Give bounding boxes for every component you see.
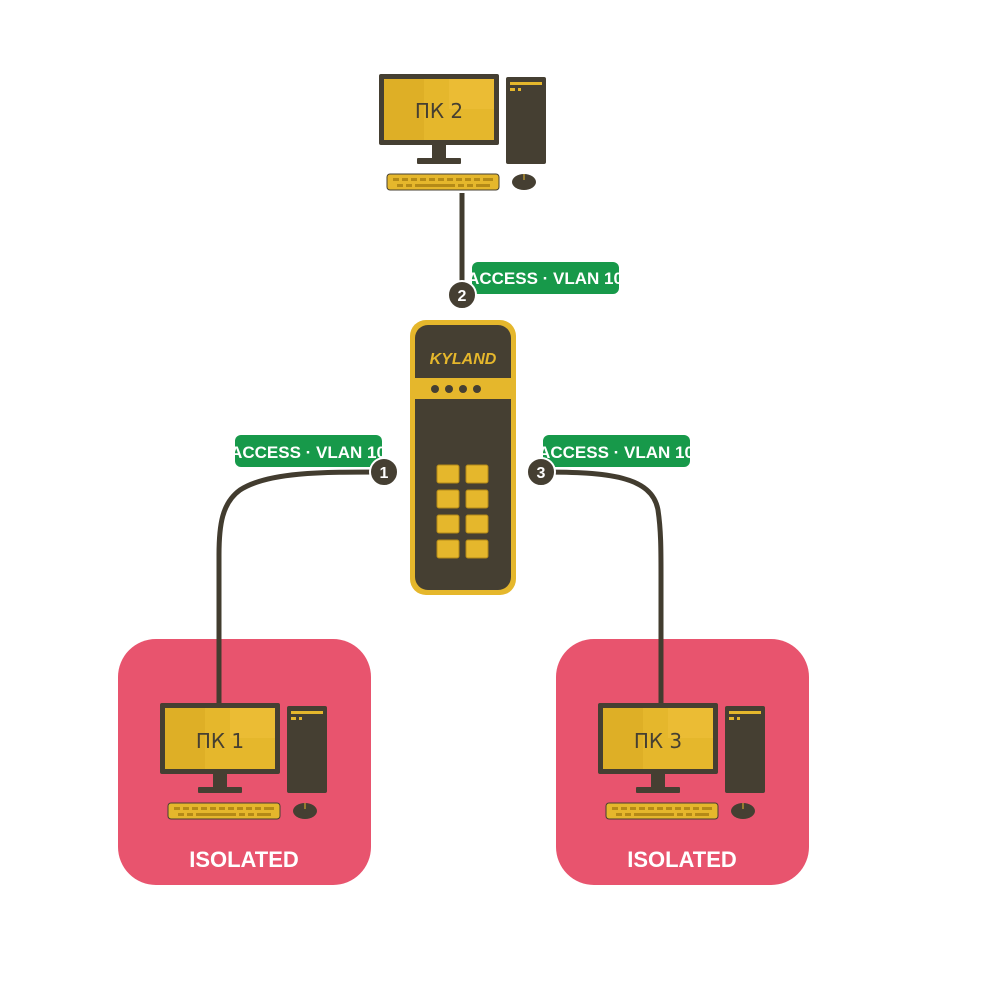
pc1-label: ПК 1	[196, 729, 244, 753]
computer-pc3: ПК 3	[597, 702, 766, 820]
computer-pc2: ПК 2	[378, 73, 547, 191]
switch-brand-logo: KYLAND	[430, 351, 497, 368]
port1-number: 1	[380, 465, 389, 482]
port2-mode-label: ACCESS · VLAN 10	[467, 269, 623, 288]
port3-number: 3	[537, 465, 546, 482]
port2-mode-tag: ACCESS · VLAN 10	[467, 262, 623, 294]
port3-badge: 3	[526, 457, 556, 487]
port3-mode-label: ACCESS · VLAN 10	[538, 443, 694, 462]
network-switch: KYLAND	[410, 320, 516, 595]
port1-mode-tag: ACCESS · VLAN 10	[230, 435, 386, 467]
switch-led-indicators	[431, 385, 481, 393]
switch-ethernet-ports	[436, 464, 489, 559]
computer-pc1: ПК 1	[159, 702, 328, 820]
pc3-isolated-label: ISOLATED	[627, 847, 737, 872]
port2-badge: 2	[447, 280, 477, 310]
pc2-label: ПК 2	[415, 99, 463, 123]
pc3-label: ПК 3	[634, 729, 682, 753]
cable-pc1-switch	[216, 469, 387, 712]
port1-mode-label: ACCESS · VLAN 10	[230, 443, 386, 462]
cable-pc3-switch	[540, 469, 664, 712]
pc1-isolated-label: ISOLATED	[189, 847, 299, 872]
port1-badge: 1	[369, 457, 399, 487]
port2-number: 2	[458, 288, 467, 305]
port3-mode-tag: ACCESS · VLAN 10	[538, 435, 694, 467]
